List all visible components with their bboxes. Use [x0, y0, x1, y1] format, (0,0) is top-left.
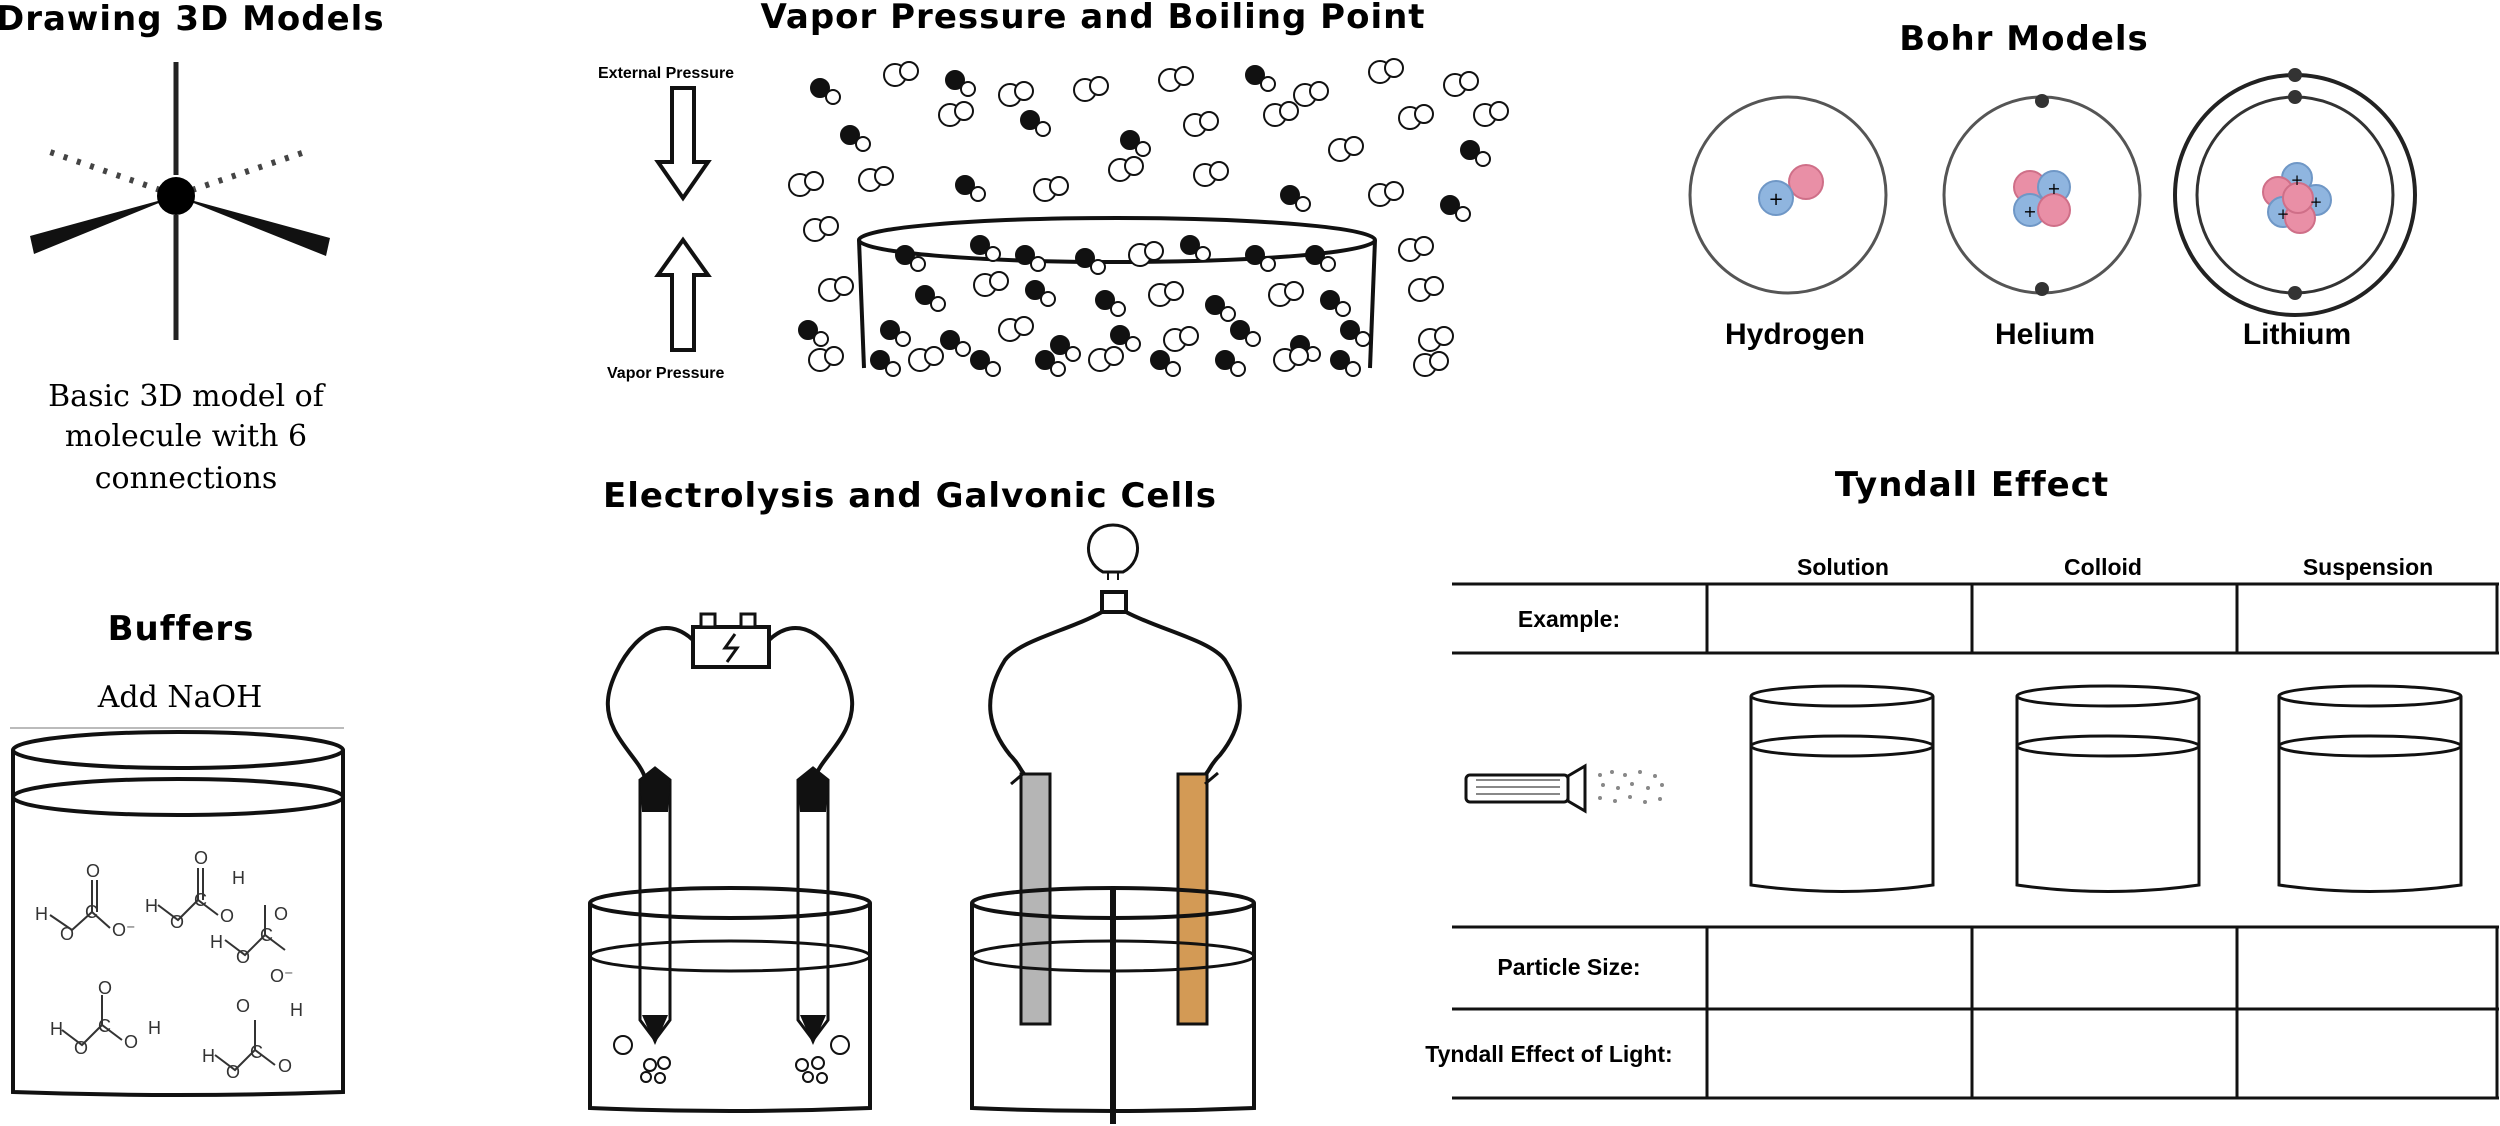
svg-text:H: H — [290, 1000, 303, 1020]
electro-title: Electrolysis and Galvonic Cells — [603, 476, 1217, 516]
svg-text:+: + — [2291, 171, 2304, 189]
svg-text:O: O — [86, 861, 100, 881]
svg-text:+: + — [1768, 189, 1783, 210]
lithium-atom: + + + — [2173, 68, 2417, 317]
svg-text:O: O — [170, 912, 184, 932]
bicarbonate-molecules — [49, 868, 286, 1072]
svg-text:C: C — [260, 925, 273, 945]
svg-text:+: + — [2023, 202, 2036, 221]
hydrogen-label: Hydrogen — [1725, 318, 1865, 351]
add-naoh-label: Add NaOH — [97, 680, 263, 715]
tyndall-table-grid — [1452, 582, 2499, 1100]
col-solution: Solution — [1797, 554, 1889, 580]
svg-text:O: O — [124, 1032, 138, 1052]
svg-text:C: C — [85, 902, 98, 922]
central-atom — [157, 177, 195, 215]
external-pressure-label: External Pressure — [598, 65, 734, 82]
col-colloid: Colloid — [2064, 554, 2142, 580]
svg-text:O⁻: O⁻ — [112, 920, 136, 940]
panel-tyndall: Tyndall Effect Solution Colloid Suspensi… — [1425, 465, 2499, 1100]
row-example: Example: — [1518, 606, 1620, 632]
beaker — [11, 730, 345, 1097]
svg-text:O: O — [60, 924, 74, 944]
buffers-title: Buffers — [108, 609, 255, 649]
svg-text:+: + — [2277, 205, 2290, 223]
electrolysis-cell — [588, 612, 872, 1113]
vapor-molecules — [788, 58, 1509, 377]
row-tyndall-effect: Tyndall Effect of Light: — [1425, 1041, 1672, 1067]
neutron-icon — [1758, 180, 1794, 216]
salt-bridge — [1110, 888, 1116, 1124]
proton-icon — [1788, 164, 1824, 200]
zinc-electrode — [1019, 772, 1052, 1026]
vapor-title: Vapor Pressure and Boiling Point — [760, 0, 1425, 37]
caption-line-3: connections — [95, 461, 278, 496]
helium-atom: + + — [1942, 94, 2142, 296]
svg-text:C: C — [98, 1016, 111, 1036]
svg-text:H: H — [148, 1018, 161, 1038]
panel-vapor-pressure: Vapor Pressure and Boiling Point Externa… — [598, 0, 1509, 382]
lightbulb-icon — [1087, 523, 1139, 614]
row-particle-size: Particle Size: — [1497, 954, 1640, 980]
panel-drawing-3d: Drawing 3D Models Basic 3D model of mole… — [0, 0, 385, 496]
lithium-label: Lithium — [2243, 318, 2351, 351]
svg-text:H: H — [202, 1046, 215, 1066]
svg-text:O: O — [226, 1062, 240, 1082]
drawing-3d-title: Drawing 3D Models — [0, 0, 385, 39]
svg-text:H: H — [232, 868, 245, 888]
electrode-left — [638, 766, 672, 1045]
drawing-3d-caption: Basic 3D model of molecule with 6 connec… — [48, 379, 326, 496]
molecule-3d-diagram — [30, 62, 330, 340]
beaker-solution — [1749, 684, 1935, 893]
electrode-right — [796, 766, 830, 1045]
svg-text:O: O — [278, 1056, 292, 1076]
svg-text:H: H — [35, 904, 48, 924]
svg-text:H: H — [145, 896, 158, 916]
beaker-suspension — [2277, 684, 2463, 893]
svg-text:O: O — [236, 996, 250, 1016]
svg-text:H: H — [50, 1019, 63, 1039]
caption-line-1: Basic 3D model of — [48, 379, 326, 414]
beaker-colloid — [2015, 684, 2201, 893]
galvanic-cell — [970, 523, 1256, 1124]
svg-text:C: C — [194, 890, 207, 910]
arrow-up — [654, 236, 712, 352]
hydrogen-atom: + — [1688, 95, 1888, 295]
caption-line-2: molecule with 6 — [65, 419, 307, 454]
svg-text:H: H — [210, 932, 223, 952]
liquid-container — [857, 216, 1377, 369]
svg-text:+: + — [2047, 179, 2060, 198]
svg-text:O: O — [274, 904, 288, 924]
svg-text:O⁻: O⁻ — [270, 966, 294, 986]
svg-text:O: O — [74, 1038, 88, 1058]
svg-text:C: C — [250, 1042, 263, 1062]
svg-text:O: O — [194, 848, 208, 868]
arrow-down — [654, 86, 712, 202]
svg-text:O: O — [220, 906, 234, 926]
gas-bubbles — [613, 1035, 850, 1084]
bohr-title: Bohr Models — [1899, 19, 2149, 59]
copper-electrode — [1176, 772, 1209, 1026]
panel-bohr-models: Bohr Models + + + — [1688, 19, 2417, 351]
panel-electrolysis: Electrolysis and Galvonic Cells — [588, 476, 1256, 1124]
tyndall-title: Tyndall Effect — [1835, 465, 2109, 505]
vapor-pressure-label: Vapor Pressure — [607, 365, 725, 382]
col-suspension: Suspension — [2303, 554, 2433, 580]
helium-label: Helium — [1995, 318, 2095, 351]
svg-text:O: O — [236, 947, 250, 967]
svg-text:O: O — [98, 978, 112, 998]
svg-text:+: + — [2310, 193, 2323, 211]
flashlight-icon — [1464, 763, 1664, 814]
